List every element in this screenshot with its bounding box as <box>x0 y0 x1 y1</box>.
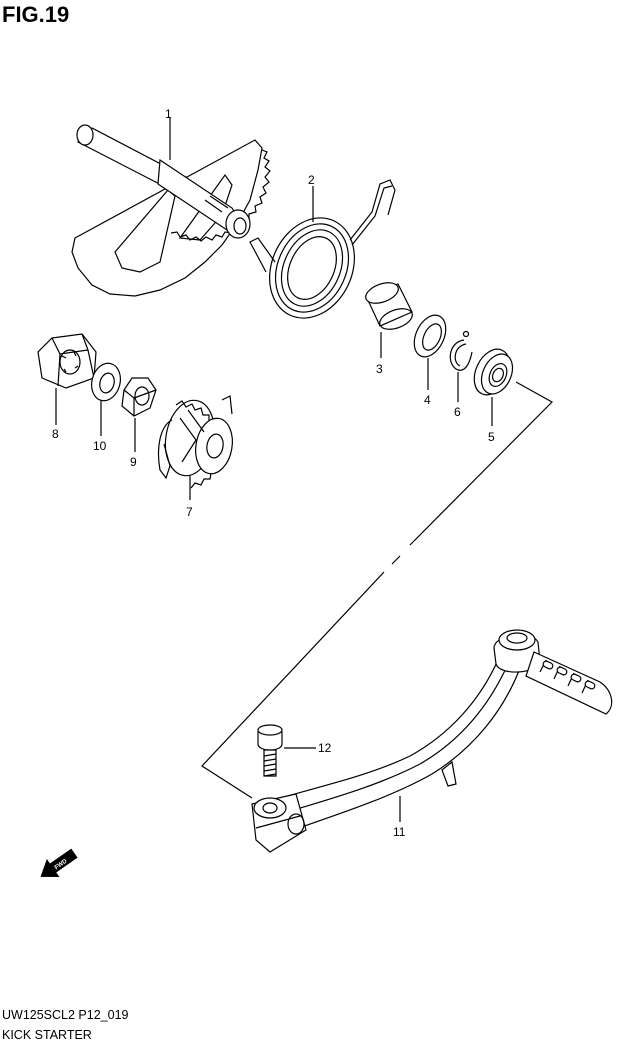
kick-lever-icon <box>251 629 613 853</box>
circlip-icon <box>449 330 473 371</box>
part-label-2: 2 <box>308 173 315 187</box>
part-label-3: 3 <box>376 362 383 376</box>
nut-icon <box>121 377 157 417</box>
model-code: UW125SCL2 P12_019 <box>2 1008 129 1022</box>
nut-icon <box>37 333 97 389</box>
part-label-7: 7 <box>186 505 193 519</box>
part-label-9: 9 <box>130 455 137 469</box>
washer-icon <box>413 314 447 358</box>
oil-seal-icon <box>473 348 514 396</box>
section-name: KICK STARTER <box>2 1028 92 1042</box>
return-spring-icon <box>249 179 396 319</box>
driven-gear-icon <box>157 395 233 489</box>
part-label-11: 11 <box>393 825 406 839</box>
fwd-arrow-icon: FWD <box>40 848 78 877</box>
assembly-guide-lines <box>201 381 553 799</box>
part-label-4: 4 <box>424 393 431 407</box>
bolt-icon <box>257 724 283 777</box>
part-label-1: 1 <box>165 107 172 121</box>
bushing-icon <box>365 282 413 330</box>
part-label-6: 6 <box>454 405 461 419</box>
part-label-5: 5 <box>488 430 495 444</box>
part-label-12: 12 <box>318 741 332 755</box>
part-label-10: 10 <box>93 439 107 453</box>
kick-starter-shaft-icon <box>71 124 271 297</box>
part-label-8: 8 <box>52 427 59 441</box>
figure-title: FIG.19 <box>2 2 70 27</box>
